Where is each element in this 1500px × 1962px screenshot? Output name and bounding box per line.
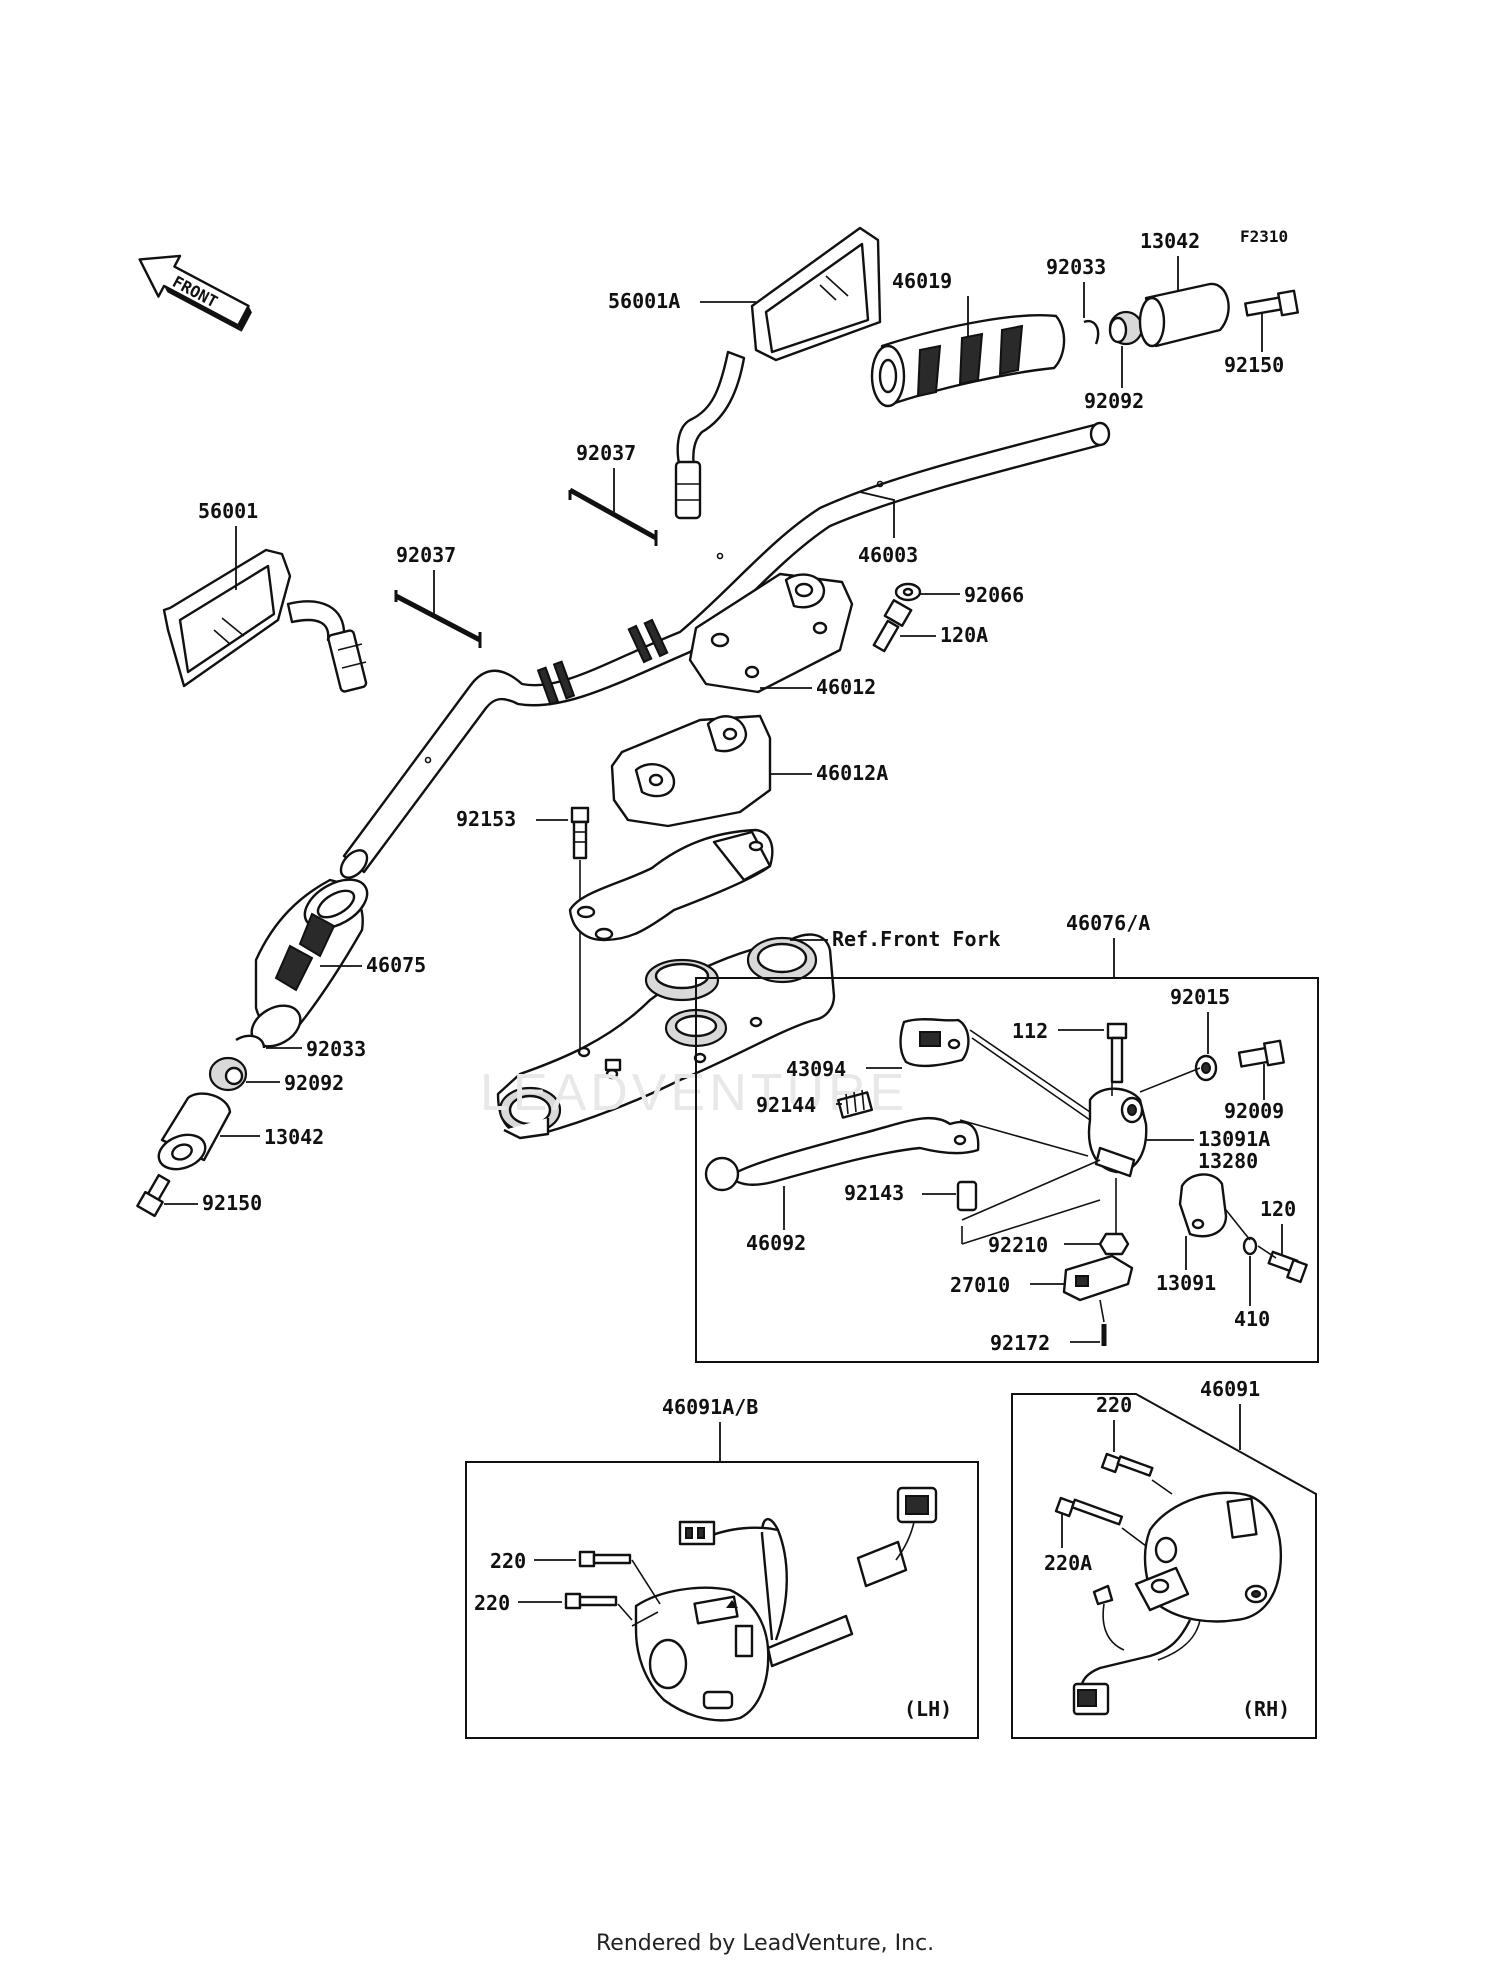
bolt-92150-top: [1244, 289, 1299, 317]
label-92033-bot: 92033: [306, 1037, 366, 1061]
label-13042-bot: 13042: [264, 1125, 324, 1149]
label-ref-front-fork: Ref.Front Fork: [832, 927, 1001, 951]
screw-220-lh-a: [578, 1550, 632, 1568]
label-13042-top: 13042: [1140, 229, 1200, 253]
label-220-lh-2: 220: [474, 1591, 510, 1615]
screw-220-lh-b: [564, 1592, 618, 1610]
clip-92033-top: [1083, 319, 1100, 345]
damper-92092-bot: [208, 1056, 248, 1092]
label-92009: 92009: [1224, 1099, 1284, 1123]
bolt-120A: [872, 599, 913, 653]
grip-right: [870, 314, 1066, 408]
box-lh-switch: [465, 1461, 979, 1739]
label-56001A: 56001A: [608, 289, 680, 313]
label-13280: 13280: [1198, 1149, 1258, 1173]
figure-code: F2310: [1240, 227, 1288, 246]
box-clutch-lever: [695, 977, 1319, 1363]
pin-92037-b: [394, 590, 482, 648]
label-46091AB: 46091A/B: [662, 1395, 758, 1419]
screw-220-rh: [1100, 1452, 1154, 1477]
label-13091: 13091: [1156, 1271, 1216, 1295]
label-92092-top: 92092: [1084, 389, 1144, 413]
label-46012: 46012: [816, 675, 876, 699]
bracket-plate: [568, 828, 774, 942]
label-92172: 92172: [990, 1331, 1050, 1355]
label-92144: 92144: [756, 1093, 816, 1117]
footer-credit: Rendered by LeadVenture, Inc.: [596, 1931, 934, 1956]
label-lh: (LH): [904, 1697, 952, 1721]
mirror-left: [162, 548, 368, 693]
mirror-right: [674, 226, 882, 520]
label-92210: 92210: [988, 1233, 1048, 1257]
label-120: 120: [1260, 1197, 1296, 1221]
clip-92033-bot: [235, 1034, 266, 1049]
handlebar: [339, 421, 1111, 879]
label-92153: 92153: [456, 807, 516, 831]
label-220-rh: 220: [1096, 1393, 1132, 1417]
label-220-lh-1: 220: [490, 1549, 526, 1573]
label-rh: (RH): [1242, 1697, 1290, 1721]
switch-housing-right: [1072, 1491, 1282, 1716]
lever-assembly: [704, 1018, 1308, 1346]
label-120A: 120A: [940, 623, 988, 647]
label-46003: 46003: [858, 543, 918, 567]
label-92037-a: 92037: [576, 441, 636, 465]
label-92150-bot: 92150: [202, 1191, 262, 1215]
label-112: 112: [1012, 1019, 1048, 1043]
box-rh-switch: [1011, 1393, 1317, 1739]
bolt-92153: [570, 806, 590, 860]
damper-92092-top: [1108, 310, 1144, 346]
label-410: 410: [1234, 1307, 1270, 1331]
label-92143: 92143: [844, 1181, 904, 1205]
label-46091: 46091: [1200, 1377, 1260, 1401]
label-92150-top: 92150: [1224, 353, 1284, 377]
bar-end-weight-top: [1138, 282, 1230, 348]
grip-left: [250, 878, 369, 1048]
screw-220A-rh: [1054, 1496, 1124, 1526]
label-92066: 92066: [964, 583, 1024, 607]
label-92037-b: 92037: [396, 543, 456, 567]
label-43094: 43094: [786, 1057, 846, 1081]
label-46075: 46075: [366, 953, 426, 977]
pin-92037-a: [568, 487, 658, 546]
label-46076A: 46076/A: [1066, 911, 1150, 935]
label-46092: 46092: [746, 1231, 806, 1255]
label-27010: 27010: [950, 1273, 1010, 1297]
label-13091A: 13091A: [1198, 1127, 1270, 1151]
label-46012A: 46012A: [816, 761, 888, 785]
bar-end-weight-bottom: [157, 1092, 232, 1171]
watermark: LEADVENTURE: [480, 1064, 908, 1122]
holder-upper: [688, 572, 854, 694]
label-46019: 46019: [892, 269, 952, 293]
label-92033-top: 92033: [1046, 255, 1106, 279]
front-arrow-icon: FRONT: [138, 254, 252, 332]
label-92092-bot: 92092: [284, 1071, 344, 1095]
label-92015: 92015: [1170, 985, 1230, 1009]
switch-housing-left: [631, 1486, 938, 1722]
holder-lower: [610, 714, 772, 828]
bolt-92150-bottom: [136, 1173, 171, 1218]
label-56001: 56001: [198, 499, 258, 523]
label-220A: 220A: [1044, 1551, 1092, 1575]
